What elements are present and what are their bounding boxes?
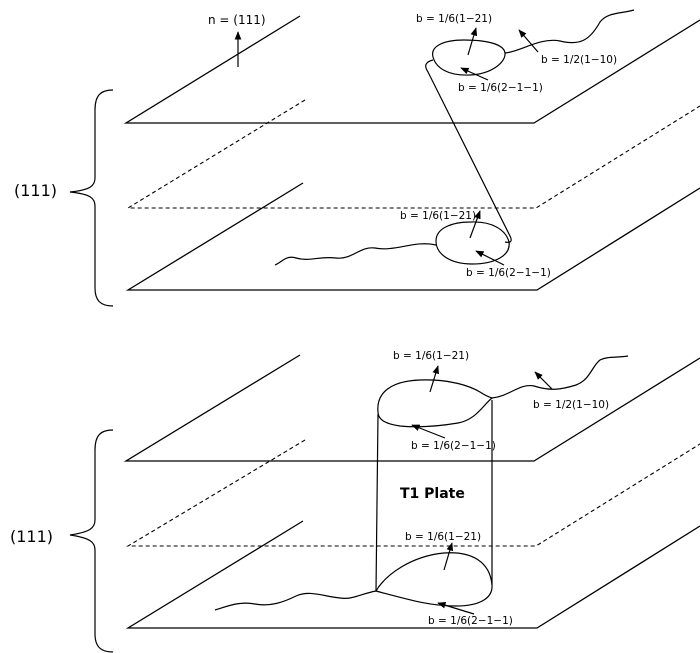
top-upper-loop (432, 39, 506, 76)
bottom-upper-b-bottom: b = 1/6(2−1−1) (411, 440, 496, 452)
top-planes-label: (111) (14, 181, 57, 200)
top-upper-arrow-bottom (460, 67, 489, 81)
top-panel: n = (111) (111) b = 1/6(1−21) b = 1/2(1−… (14, 9, 700, 307)
top-lower-arrow-bottom (475, 250, 505, 266)
bottom-upper-b-top: b = 1/6(1−21) (393, 350, 469, 362)
bottom-lower-b-top: b = 1/6(1−21) (405, 531, 481, 543)
top-upper-b-right: b = 1/2(1−10) (541, 54, 617, 66)
bottom-upper-arrow-bottom (411, 424, 446, 439)
top-lower-plane (125, 182, 700, 291)
bottom-upper-arrow-top (429, 365, 439, 393)
bottom-upper-arrow-right (534, 371, 553, 390)
top-lower-b-top: b = 1/6(1−21) (400, 210, 476, 222)
top-lower-dislocation-line (274, 243, 437, 266)
top-upper-b-top: b = 1/6(1−21) (416, 13, 492, 25)
top-lower-loop (435, 221, 510, 265)
top-lower-arrow-top (469, 210, 481, 239)
top-brace (69, 89, 114, 307)
bottom-upper-loop (377, 379, 494, 428)
bottom-lower-loop (375, 552, 493, 607)
bottom-lower-dislocation-line (214, 590, 377, 611)
bottom-middle-plane (126, 439, 700, 547)
bottom-upper-plane (123, 354, 700, 462)
plate-left-side (375, 413, 379, 592)
plate-label: T1 Plate (400, 486, 465, 502)
bottom-lower-arrow-bottom (437, 601, 475, 615)
top-upper-plane (123, 15, 700, 124)
bottom-upper-b-right: b = 1/2(1−10) (533, 399, 609, 411)
top-upper-arrow-top (467, 27, 478, 56)
normal-label: n = (111) (208, 13, 266, 27)
bottom-lower-b-bottom: b = 1/6(2−1−1) (428, 615, 513, 627)
bottom-upper-dislocation-line (491, 355, 629, 399)
bottom-brace (69, 429, 114, 653)
top-upper-arrow-right (518, 29, 539, 53)
top-upper-dislocation-line (504, 9, 635, 54)
top-upper-b-bottom: b = 1/6(2−1−1) (458, 82, 543, 94)
bottom-panel: (111) T1 Plate b = 1/6(1−21) b = 1/2(1−1… (10, 350, 700, 653)
bottom-lower-plane (125, 520, 700, 629)
top-lower-b-bottom: b = 1/6(2−1−1) (466, 267, 551, 279)
bottom-planes-label: (111) (10, 527, 53, 546)
top-middle-plane (126, 99, 700, 209)
bottom-lower-arrow-top (443, 542, 454, 571)
